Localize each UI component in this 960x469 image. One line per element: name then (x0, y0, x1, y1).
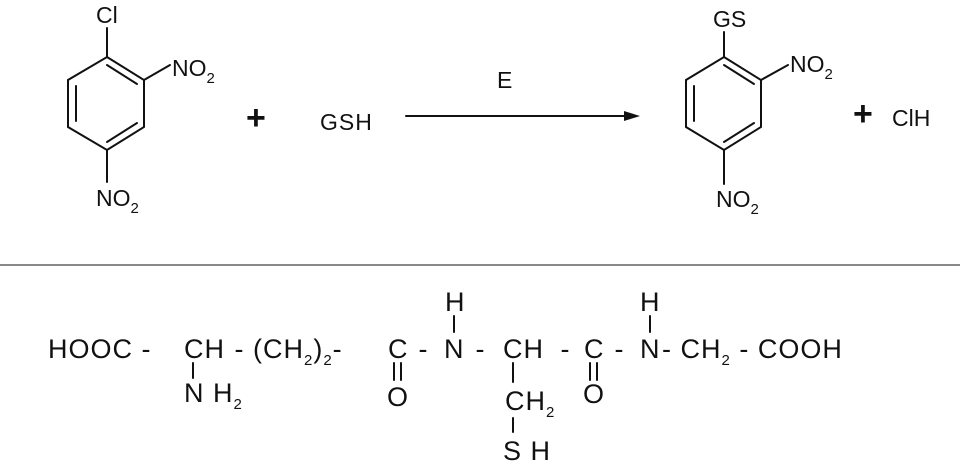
nitro-label-bottom: NO2 (96, 185, 139, 217)
chain-alpha-ch: CH (184, 334, 225, 364)
chain-cys-ch: CH (503, 334, 544, 364)
carbonyl-oxygen-2: O (583, 379, 605, 409)
enzyme-label: E (497, 67, 512, 93)
reaction-arrow (405, 111, 640, 121)
bond-to-no2 (760, 64, 789, 81)
ring-double-bond (106, 122, 138, 143)
nitro-label-right: NO2 (790, 51, 833, 83)
ring-double-bond (723, 64, 755, 85)
chain-hooc: HOOC - (48, 334, 160, 364)
chain-carbonyl-c1: C (388, 334, 409, 364)
plus-sign: + (246, 99, 266, 137)
plus-sign: + (853, 95, 873, 133)
carbonyl-oxygen-1: O (387, 382, 409, 412)
amino-group: N H2 (184, 378, 243, 413)
chain-dash: - (467, 334, 494, 364)
benzene-ring (67, 55, 145, 152)
side-chain-ch2: CH2 (505, 386, 555, 421)
chlorine-label: Cl (96, 2, 118, 28)
product-conjugate: GS NO2 NO2 (685, 6, 833, 218)
glutathione-label: GSH (320, 109, 373, 135)
glutathione-structure: HOOC - CH - (CH2)2- C - N - CH - C - N -… (48, 287, 843, 466)
benzene-ring (685, 55, 762, 152)
chain-amide-n2: N (640, 334, 661, 364)
amide-h2: H (640, 287, 661, 317)
ring-double-bond (723, 122, 755, 143)
chain-dash: - (410, 334, 437, 364)
bond-to-no2 (143, 64, 171, 81)
thiol-group: S H (503, 436, 551, 466)
nitro-label-right: NO2 (172, 55, 215, 87)
chain-dash: - (552, 334, 579, 364)
reactant-dinitrochlorobenzene: Cl NO2 NO2 (67, 2, 215, 217)
amide-h1: H (445, 287, 466, 317)
chain-dash: - (606, 334, 633, 364)
chain-carbonyl-c2: C (584, 334, 605, 364)
hcl-label: ClH (892, 105, 930, 131)
nitro-label-bottom: NO2 (716, 186, 759, 218)
chain-ch2-group: - (CH2)2- (226, 334, 351, 369)
ring-double-bond (106, 64, 138, 85)
chain-gly-ch2: - CH2 - COOH (662, 334, 843, 369)
chain-amide-n1: N (444, 334, 465, 364)
gs-label: GS (713, 6, 746, 32)
